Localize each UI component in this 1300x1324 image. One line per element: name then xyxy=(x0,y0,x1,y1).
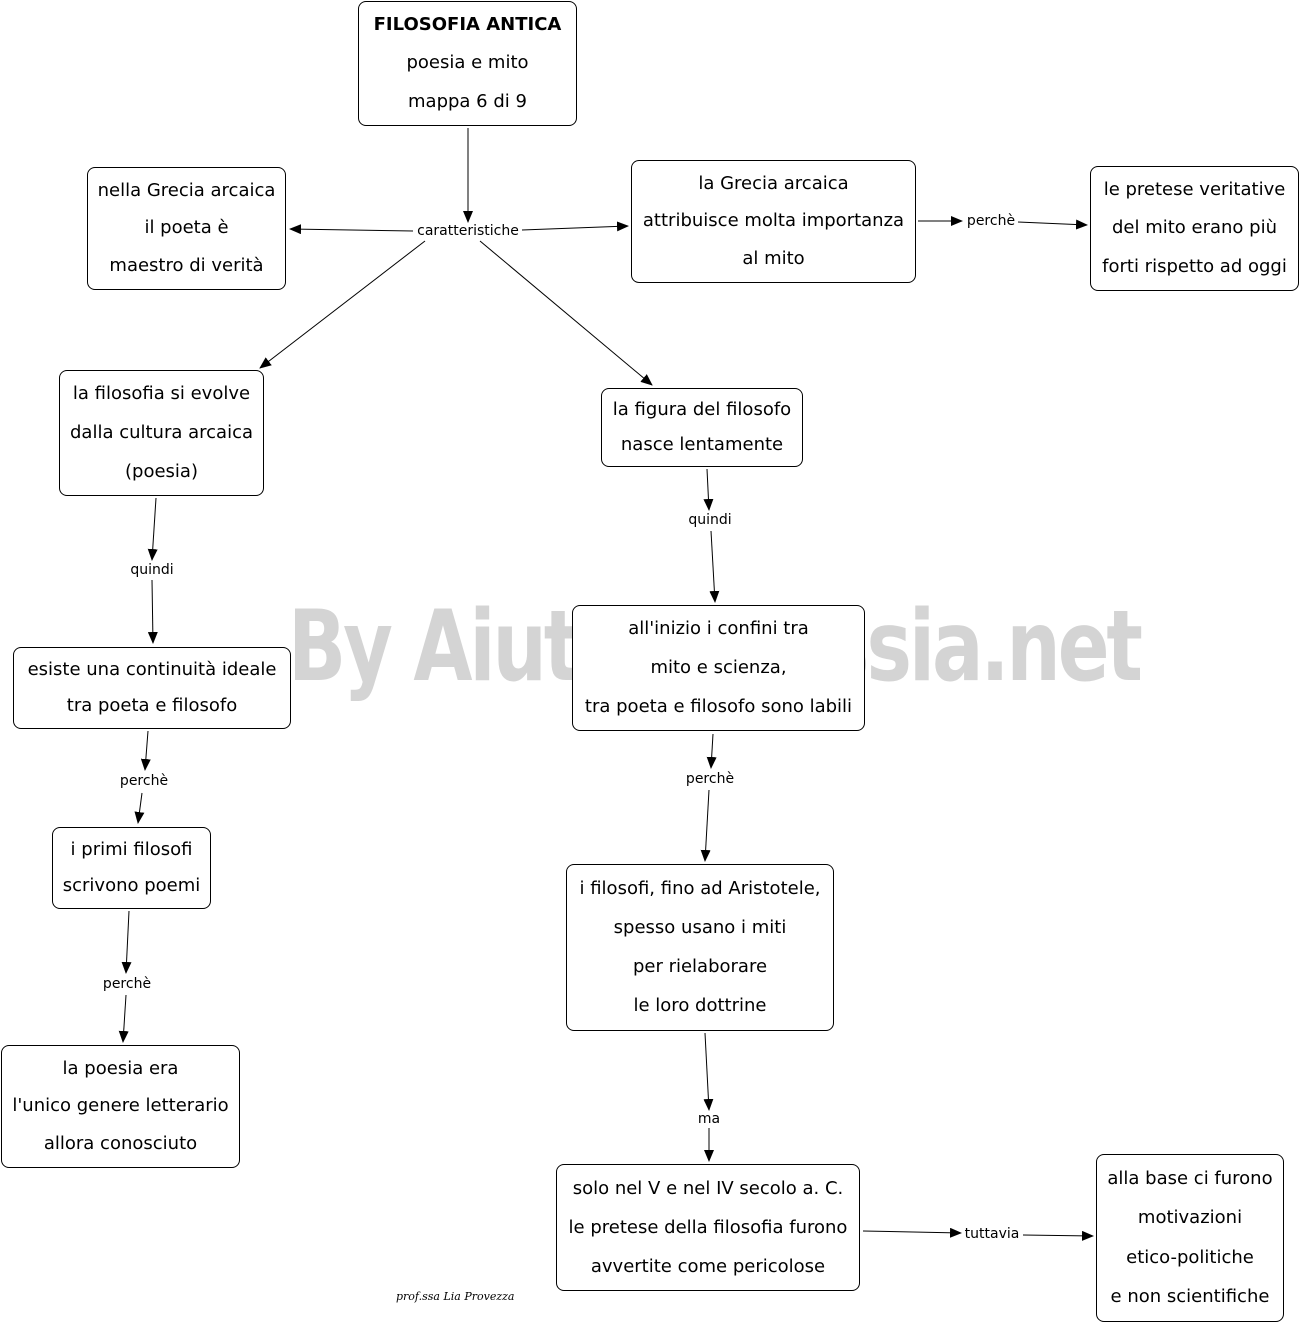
node-primi-filosofi[interactable]: i primi filosofi scrivono poemi xyxy=(52,827,211,909)
node-motivazioni[interactable]: alla base ci furono motivazioni etico-po… xyxy=(1096,1154,1284,1322)
node-title-line-3: mappa 6 di 9 xyxy=(408,90,527,112)
node-evolve-line-3: (poesia) xyxy=(125,460,198,482)
node-figura-filosofo[interactable]: la figura del filosofo nasce lentamente xyxy=(601,388,803,467)
edge-secolo-to-label xyxy=(862,1227,962,1238)
link-label-ma: ma xyxy=(695,1111,723,1127)
node-pretese-veritative[interactable]: le pretese veritative del mito erano più… xyxy=(1090,166,1299,291)
node-base-line-2: motivazioni xyxy=(1137,1207,1243,1229)
link-label-perche-continuita: perchè xyxy=(117,773,171,789)
node-filosofia-evolve[interactable]: la filosofia si evolve dalla cultura arc… xyxy=(59,370,264,496)
edge-evolve-to-label xyxy=(147,497,158,561)
link-label-perche-primi: perchè xyxy=(100,976,154,992)
edge-continuita-to-label xyxy=(140,730,151,771)
edge-label-to-motivazioni xyxy=(1022,1230,1094,1241)
node-evolve-line-2: dalla cultura arcaica xyxy=(69,421,254,443)
node-secolo-line-2: le pretese della filosofia furono xyxy=(568,1216,848,1238)
node-confini-labili[interactable]: all'inizio i confini tra mito e scienza,… xyxy=(572,605,865,731)
link-label-perche-grecia: perchè xyxy=(964,213,1018,229)
node-poeta-line-1: nella Grecia arcaica xyxy=(97,179,276,201)
edge-aristotele-to-label xyxy=(703,1032,714,1111)
node-confini-line-1: all'inizio i confini tra xyxy=(628,618,809,640)
node-title-line-2: poesia e mito xyxy=(406,52,529,74)
link-label-tuttavia: tuttavia xyxy=(962,1226,1022,1242)
node-continuita-line-1: esiste una continuità ideale xyxy=(27,659,277,680)
node-base-line-3: etico-politiche xyxy=(1126,1246,1254,1268)
node-title[interactable]: FILOSOFIA ANTICA poesia e mito mappa 6 d… xyxy=(358,1,577,126)
node-primi-line-2: scrivono poemi xyxy=(62,875,201,896)
node-poesia-line-2: l'unico genere letterario xyxy=(12,1095,229,1117)
edge-label-to-poeta xyxy=(289,224,414,235)
edge-primi-to-label xyxy=(121,910,132,974)
edge-label-to-poesia xyxy=(118,994,129,1043)
node-poesia-genere[interactable]: la poesia era l'unico genere letterario … xyxy=(1,1045,240,1168)
node-poesia-line-1: la poesia era xyxy=(62,1057,179,1079)
edge-figura-to-label xyxy=(703,468,714,511)
edge-label-to-evolve xyxy=(259,240,426,369)
node-figura-line-2: nasce lentamente xyxy=(620,433,784,455)
node-pretese-line-1: le pretese veritative xyxy=(1103,179,1286,201)
edge-label-to-grecia xyxy=(521,221,629,232)
link-label-perche-confini: perchè xyxy=(683,771,737,787)
node-poeta-maestro[interactable]: nella Grecia arcaica il poeta è maestro … xyxy=(87,167,286,290)
node-figura-line-1: la figura del filosofo xyxy=(612,399,792,421)
node-base-line-4: e non scientifiche xyxy=(1110,1286,1270,1308)
node-grecia-line-2: attribuisce molta importanza xyxy=(642,210,905,232)
link-label-caratteristiche: caratteristiche xyxy=(415,223,521,239)
edge-label-to-aristotele xyxy=(700,789,711,862)
edge-label-to-continuita xyxy=(147,579,158,644)
node-grecia-line-1: la Grecia arcaica xyxy=(698,172,849,194)
link-label-quindi-figura: quindi xyxy=(686,512,734,528)
node-aristotele-line-3: per rielaborare xyxy=(632,956,768,978)
node-poesia-line-3: allora conosciuto xyxy=(43,1133,198,1155)
node-pretese-line-3: forti rispetto ad oggi xyxy=(1102,255,1287,277)
node-aristotele-line-4: le loro dottrine xyxy=(633,995,767,1017)
node-aristotele-line-1: i filosofi, fino ad Aristotele, xyxy=(579,877,821,899)
node-pretese-line-2: del mito erano più xyxy=(1111,217,1278,239)
node-grecia-line-3: al mito xyxy=(742,248,805,270)
edge-label-to-pretese xyxy=(1017,219,1088,230)
node-secolo-line-3: avvertite come pericolose xyxy=(590,1255,826,1277)
link-label-quindi-evolve: quindi xyxy=(128,562,176,578)
edge-label-to-primi xyxy=(134,792,145,824)
node-poeta-line-3: maestro di verità xyxy=(109,255,264,277)
node-aristotele-line-2: spesso usano i miti xyxy=(613,916,787,938)
node-filosofi-aristotele[interactable]: i filosofi, fino ad Aristotele, spesso u… xyxy=(566,864,834,1031)
author-signature: prof.ssa Lia Provezza xyxy=(396,1290,515,1303)
node-grecia-mito[interactable]: la Grecia arcaica attribuisce molta impo… xyxy=(631,160,916,283)
edge-label-to-confini xyxy=(709,530,720,603)
node-confini-line-2: mito e scienza, xyxy=(650,656,787,678)
node-continuita-line-2: tra poeta e filosofo xyxy=(66,695,238,716)
edge-confini-to-label xyxy=(706,733,717,769)
node-secolo-line-1: solo nel V e nel IV secolo a. C. xyxy=(572,1177,844,1199)
node-confini-line-3: tra poeta e filosofo sono labili xyxy=(584,695,853,717)
node-poeta-line-2: il poeta è xyxy=(144,217,229,239)
edge-label-to-figura xyxy=(479,240,653,386)
node-title-line-1: FILOSOFIA ANTICA xyxy=(373,14,562,36)
node-primi-line-1: i primi filosofi xyxy=(70,839,193,860)
node-base-line-1: alla base ci furono xyxy=(1107,1167,1273,1189)
node-secolo-pericolose[interactable]: solo nel V e nel IV secolo a. C. le pret… xyxy=(556,1164,860,1291)
node-evolve-line-1: la filosofia si evolve xyxy=(72,383,251,405)
node-continuita-ideale[interactable]: esiste una continuità ideale tra poeta e… xyxy=(13,647,291,729)
